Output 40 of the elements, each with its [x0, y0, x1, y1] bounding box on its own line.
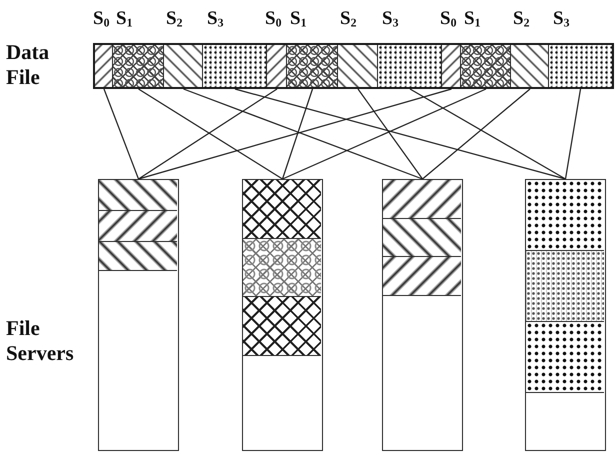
side-label: Data File	[6, 40, 50, 90]
strip-label: S$_{2}$	[513, 8, 530, 30]
server-column	[382, 179, 463, 451]
strip-label: S$_{2}$	[166, 8, 182, 30]
stored-strip	[99, 180, 177, 211]
strip-label: S$_{2}$	[340, 8, 356, 30]
connector-line	[422, 88, 530, 180]
stored-strip	[526, 180, 604, 251]
stored-strip	[526, 322, 604, 393]
strip-label: S$_{3}$	[382, 8, 398, 30]
server-column	[242, 179, 323, 451]
stored-strip	[383, 180, 461, 219]
stored-strip	[383, 219, 461, 257]
connector-line	[410, 88, 566, 180]
server-column	[98, 179, 179, 451]
strip-label: S$_{1}$	[116, 8, 132, 30]
strip-label: S$_{0}$	[93, 8, 110, 30]
stored-strip	[243, 239, 321, 297]
strip-label: S$_{3}$	[553, 8, 570, 30]
strip-label: S$_{0}$	[440, 8, 456, 30]
strip-label: S$_{1}$	[290, 8, 306, 30]
stored-strip	[99, 242, 177, 271]
connector-line	[138, 88, 452, 180]
strip-label: S$_{1}$	[464, 8, 480, 30]
connector-line	[234, 88, 566, 180]
strip-label: S$_{0}$	[265, 8, 282, 30]
stored-strip	[526, 251, 604, 322]
stored-strip	[243, 297, 321, 356]
stored-strip	[99, 211, 177, 242]
connector-line	[282, 88, 486, 180]
connector-line	[183, 88, 423, 180]
stored-strip	[383, 257, 461, 296]
side-label: File Servers	[6, 316, 75, 366]
stored-strip	[243, 180, 321, 239]
server-column	[525, 179, 606, 451]
connector-line	[103, 88, 140, 180]
connector-line	[358, 88, 423, 180]
connector-line	[282, 88, 314, 180]
connector-line	[564, 88, 582, 180]
strip-label: S$_{3}$	[207, 8, 224, 30]
